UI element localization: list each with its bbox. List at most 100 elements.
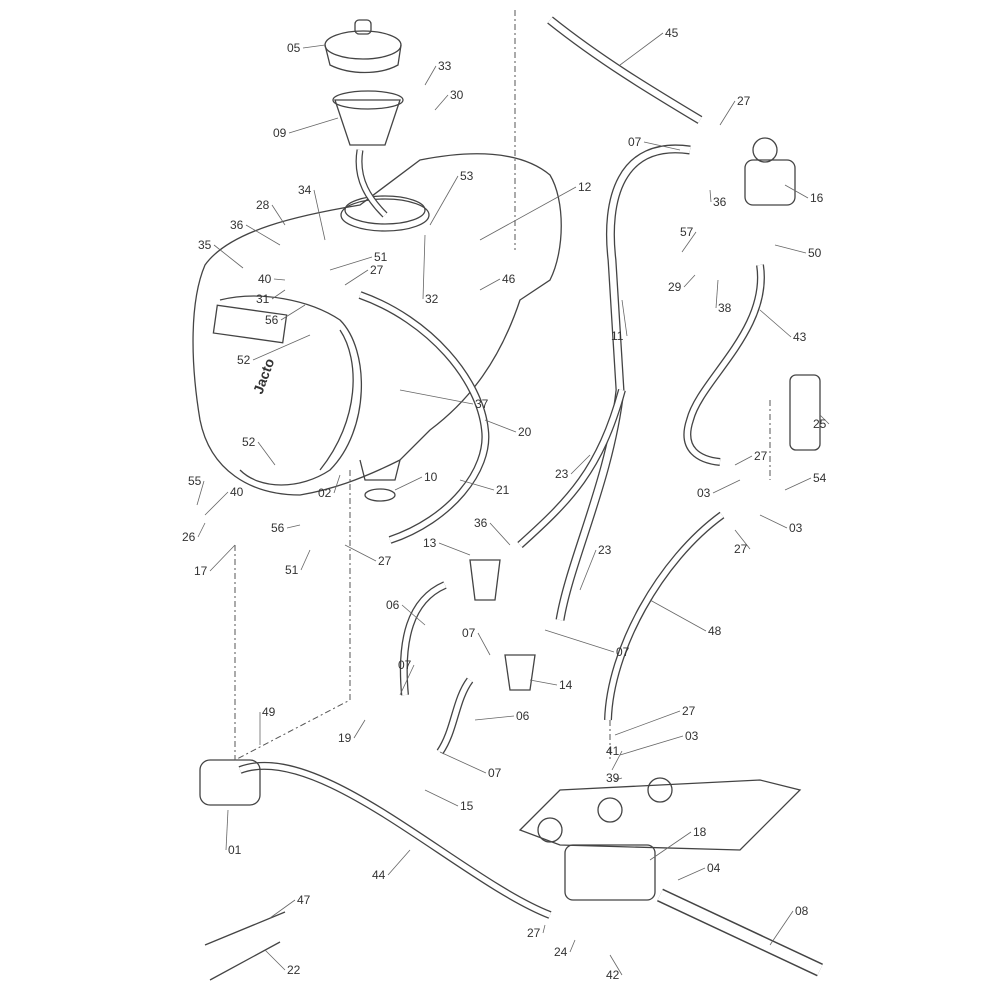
callout-label: 35 [198, 238, 212, 252]
callout-label: 37 [475, 397, 489, 411]
callout-label: 56 [271, 521, 285, 535]
callout-label: 36 [230, 218, 244, 232]
leader-line [422, 234, 426, 300]
leader-line [257, 441, 276, 466]
callout-label: 45 [665, 26, 679, 40]
callout-label: 46 [502, 272, 516, 286]
callout-label: 33 [438, 59, 452, 73]
callout-label: 24 [554, 945, 568, 959]
leader-line [302, 44, 326, 49]
callout-label: 27 [370, 263, 384, 277]
tank-label-plate [212, 304, 288, 344]
pto-shaft-inner [657, 890, 823, 975]
hose [556, 145, 691, 621]
leader-line [611, 750, 623, 771]
leader-line [489, 522, 511, 546]
leader-line [269, 899, 296, 919]
callout-label: 15 [460, 799, 474, 813]
leader-line [344, 544, 377, 562]
callout-label: 06 [516, 709, 530, 723]
callout-label: 03 [685, 729, 699, 743]
leader-line [401, 604, 426, 626]
callout-label: 03 [789, 521, 803, 535]
tank-fill-neck [344, 195, 426, 225]
leader-line [784, 477, 812, 491]
callout-label: 40 [258, 272, 272, 286]
leader-line [252, 334, 311, 361]
tank-sight-strip [319, 329, 354, 471]
callout-label: 27 [378, 554, 392, 568]
leader-line [621, 299, 628, 337]
leader-line [614, 710, 681, 736]
leader-line [614, 777, 623, 781]
jacto-logo: Jacto [250, 356, 278, 396]
leader-line [649, 599, 707, 632]
callout-label: 34 [298, 183, 312, 197]
callout-label: 14 [559, 678, 573, 692]
callout-label: 27 [527, 926, 541, 940]
leader-line [333, 474, 341, 494]
leader-line [609, 954, 623, 976]
strainer-tube-inner [356, 149, 387, 217]
leader-line [544, 629, 615, 653]
callout-label: 38 [718, 301, 732, 315]
strainer-basket [334, 99, 401, 146]
callout-label: 43 [793, 330, 807, 344]
callout-label: 23 [598, 543, 612, 557]
callout-label: 47 [297, 893, 311, 907]
callout-label: 51 [374, 250, 388, 264]
leader-line [715, 279, 719, 309]
leader-line [329, 256, 373, 271]
leader-line [434, 94, 449, 111]
leader-line [569, 939, 576, 953]
callout-label: 07 [616, 645, 630, 659]
callout-label: 06 [386, 598, 400, 612]
callout-label: 40 [230, 485, 244, 499]
callout-label: 07 [488, 766, 502, 780]
callout-label: 20 [518, 425, 532, 439]
tie-strap-22 [209, 941, 281, 981]
tank-fill-neck-rim [340, 198, 430, 232]
callout-label: 22 [287, 963, 301, 977]
leader-line [264, 949, 286, 971]
callout-label: 28 [256, 198, 270, 212]
callout-label: 27 [737, 94, 751, 108]
leader-line [424, 789, 459, 807]
leader-line [399, 389, 474, 405]
hose [684, 264, 764, 465]
callout-label: 27 [754, 449, 768, 463]
tank-lid-knob [354, 19, 372, 35]
callout-label: 16 [810, 191, 824, 205]
plate-hole [647, 777, 673, 803]
leader-line [204, 491, 229, 516]
callout-label: 53 [460, 169, 474, 183]
callout-label: 21 [496, 483, 510, 497]
callout-label: 17 [194, 564, 208, 578]
leader-line [477, 632, 491, 656]
hose [239, 763, 551, 918]
leader-line [196, 480, 205, 506]
leader-line [271, 289, 286, 300]
callout-label: 12 [578, 180, 592, 194]
callout-label: 55 [188, 474, 202, 488]
leader-line [288, 117, 339, 134]
leader-line [429, 175, 459, 226]
callout-label: 36 [474, 516, 488, 530]
hose [401, 582, 447, 696]
filter-14 [504, 654, 536, 691]
hose [359, 292, 489, 543]
callout-label: 48 [708, 624, 722, 638]
callout-label: 41 [606, 744, 620, 758]
leader-line [709, 189, 712, 203]
leader-line [759, 514, 788, 529]
leader-line [719, 100, 736, 126]
leader-line [712, 479, 741, 494]
callout-label: 11 [611, 329, 624, 343]
mounting-plate [518, 779, 802, 851]
callout-label: 09 [273, 126, 287, 140]
leader-line [474, 715, 515, 721]
callout-label: 51 [285, 563, 299, 577]
leader-line [273, 278, 286, 281]
leader-line [579, 549, 597, 591]
